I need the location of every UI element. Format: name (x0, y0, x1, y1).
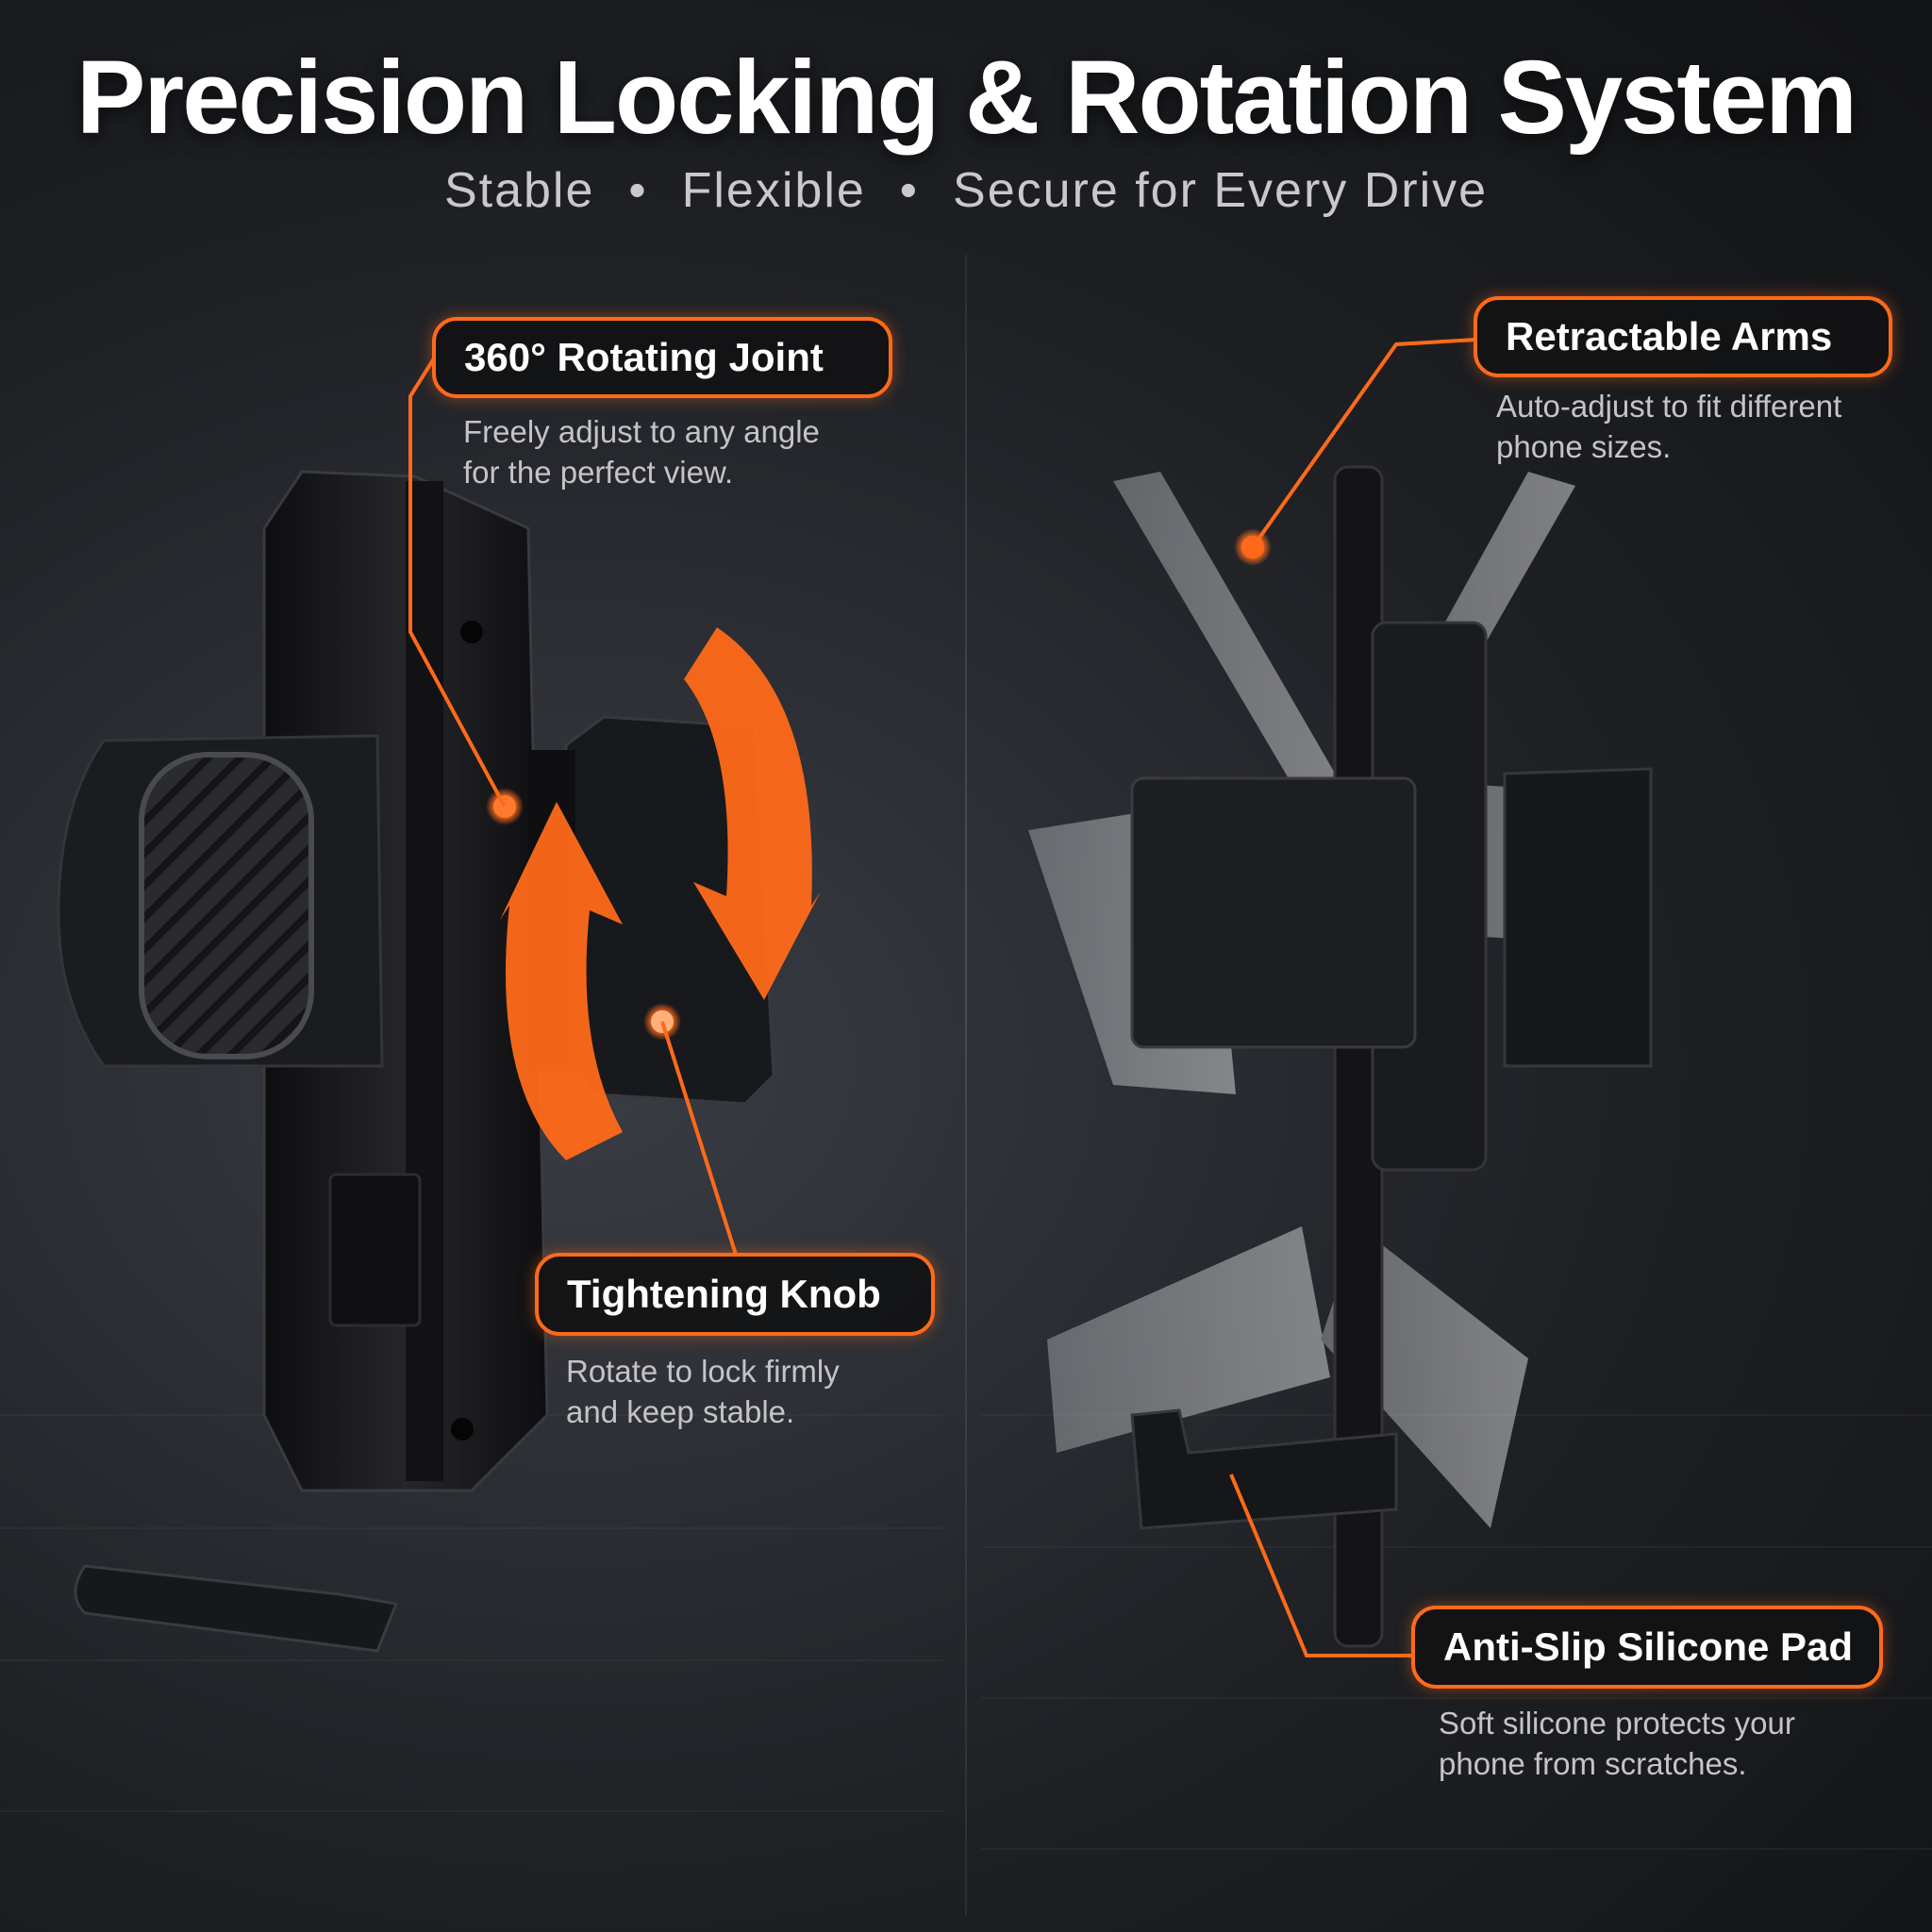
description-line: for the perfect view. (463, 455, 734, 490)
panel-divider (965, 255, 967, 1915)
holder-front-view (1028, 465, 1653, 1648)
description-line: Freely adjust to any angle (463, 414, 820, 449)
description-line: phone from scratches. (1439, 1746, 1747, 1781)
callout-anti-slip-pad-label: Anti-Slip Silicone Pad (1443, 1624, 1854, 1669)
rotation-arrows-icon (500, 627, 821, 1160)
callout-anti-slip-pad: Anti-Slip Silicone Pad (1411, 1606, 1883, 1689)
subtitle-separator: • (899, 163, 920, 218)
description-line: Soft silicone protects your (1439, 1706, 1795, 1740)
subtitle-flexible: Flexible (681, 163, 866, 218)
callout-rotating-joint-description: Freely adjust to any angle for the perfe… (463, 411, 897, 492)
callout-tightening-knob: Tightening Knob (535, 1253, 935, 1336)
description-line: Rotate to lock firmly (566, 1354, 840, 1389)
callout-retractable-arms: Retractable Arms (1474, 296, 1892, 377)
callout-rotating-joint: 360° Rotating Joint (432, 317, 892, 398)
page-subtitle: Stable • Flexible • Secure for Every Drive (0, 162, 1932, 219)
callout-rotating-joint-label: 360° Rotating Joint (464, 335, 824, 379)
callout-tightening-knob-label: Tightening Knob (567, 1272, 881, 1316)
description-line: and keep stable. (566, 1394, 795, 1429)
subtitle-stable: Stable (443, 163, 595, 218)
description-line: Auto-adjust to fit different (1496, 389, 1842, 424)
holder-side-view (57, 470, 821, 1653)
callout-retractable-arms-label: Retractable Arms (1506, 314, 1833, 358)
callout-tightening-knob-description: Rotate to lock firmly and keep stable. (566, 1351, 1000, 1432)
leader-lines (408, 338, 1477, 1657)
subtitle-separator: • (628, 163, 648, 218)
callout-anti-slip-pad-description: Soft silicone protects your phone from s… (1439, 1703, 1873, 1784)
description-line: phone sizes. (1496, 429, 1672, 464)
subtitle-secure: Secure for Every Drive (953, 163, 1489, 218)
page-title: Precision Locking & Rotation System (76, 40, 1857, 156)
callout-retractable-arms-description: Auto-adjust to fit different phone sizes… (1496, 386, 1930, 467)
